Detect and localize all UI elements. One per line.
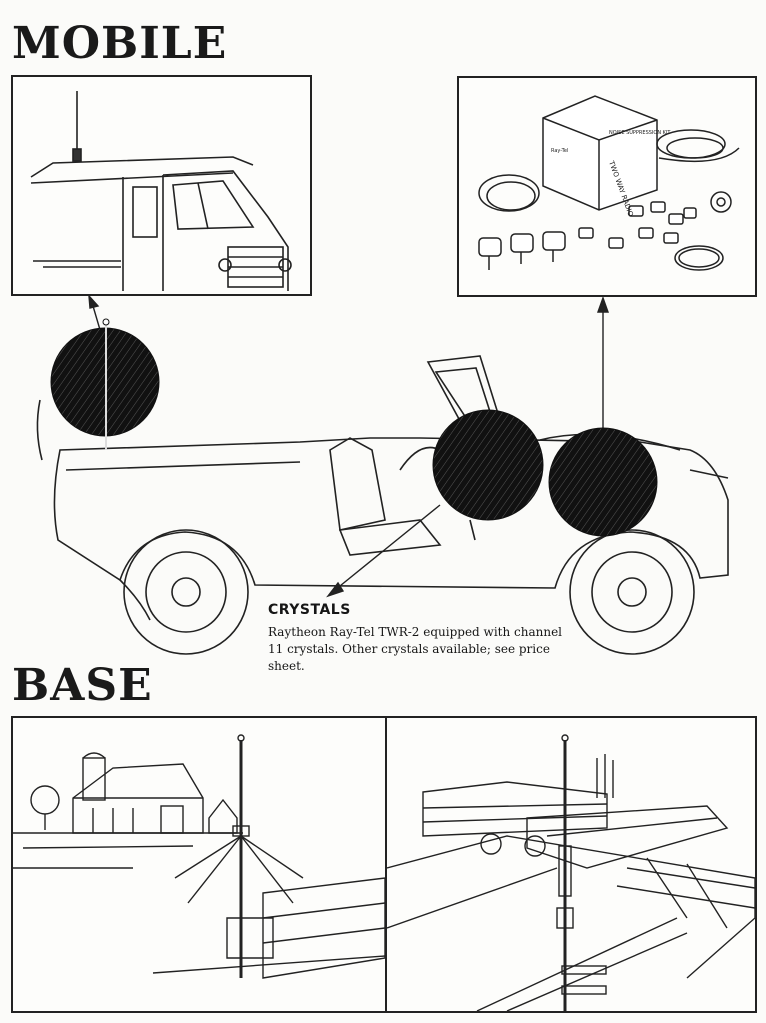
delivery-truck-illustration: [30, 91, 292, 291]
mobile-heading: MOBILE: [12, 18, 228, 69]
crystals-caption: CRYSTALS Raytheon Ray-Tel TWR-2 equipped…: [268, 602, 568, 675]
jeep-scene: [36, 293, 729, 655]
magnified-radio-unit: [432, 409, 544, 521]
arrow-to-crystals: [334, 504, 441, 591]
base-heading: BASE: [12, 660, 153, 711]
magnified-engine-suppression: [548, 427, 658, 537]
farm-antenna-illustration: [13, 734, 386, 979]
kit-box-label-line2: NOISE SUPPRESSION KIT: [609, 130, 671, 136]
noise-kit-panel: TWO WAY RADIO NOISE SUPPRESSION KIT Ray-…: [457, 76, 757, 297]
jeep-illustration: [36, 355, 729, 655]
crystals-description: Raytheon Ray-Tel TWR-2 equipped with cha…: [268, 625, 563, 673]
building-base-panel: [385, 716, 757, 1013]
noise-kit-illustration: TWO WAY RADIO NOISE SUPPRESSION KIT Ray-…: [478, 95, 740, 271]
magnified-detail-circles: [50, 318, 658, 537]
farm-base-panel: [11, 716, 389, 1013]
truck-antenna-panel: [11, 75, 312, 296]
pointer-arrows: [88, 293, 609, 598]
building-antenna-illustration: [387, 734, 755, 1011]
crystals-title: CRYSTALS: [268, 602, 351, 618]
kit-box-brand: Ray-Tel: [551, 148, 568, 154]
